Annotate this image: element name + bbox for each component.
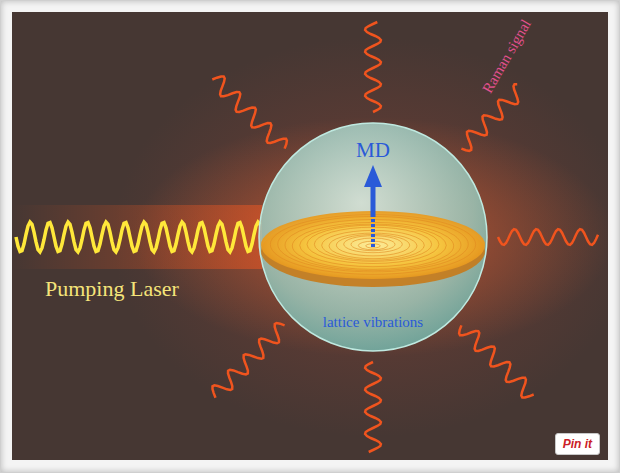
pin-button: Pin it bbox=[555, 433, 600, 455]
moment-label: MD bbox=[356, 138, 390, 163]
laser-glow bbox=[12, 205, 262, 269]
raman-wave bbox=[498, 229, 598, 245]
raman-wave bbox=[213, 323, 285, 398]
laser-label: Pumping Laser bbox=[45, 276, 179, 302]
raman-wave bbox=[365, 362, 381, 452]
raman-wave bbox=[459, 325, 534, 397]
vibration-label: lattice vibrations bbox=[323, 314, 423, 331]
raman-label: Raman signal bbox=[479, 16, 535, 96]
raman-wave bbox=[212, 77, 287, 149]
sphere-node: MD lattice vibrations bbox=[258, 122, 488, 352]
raman-wave bbox=[365, 22, 381, 112]
raman-waves bbox=[212, 22, 598, 452]
pumping-laser-wave bbox=[16, 222, 260, 252]
